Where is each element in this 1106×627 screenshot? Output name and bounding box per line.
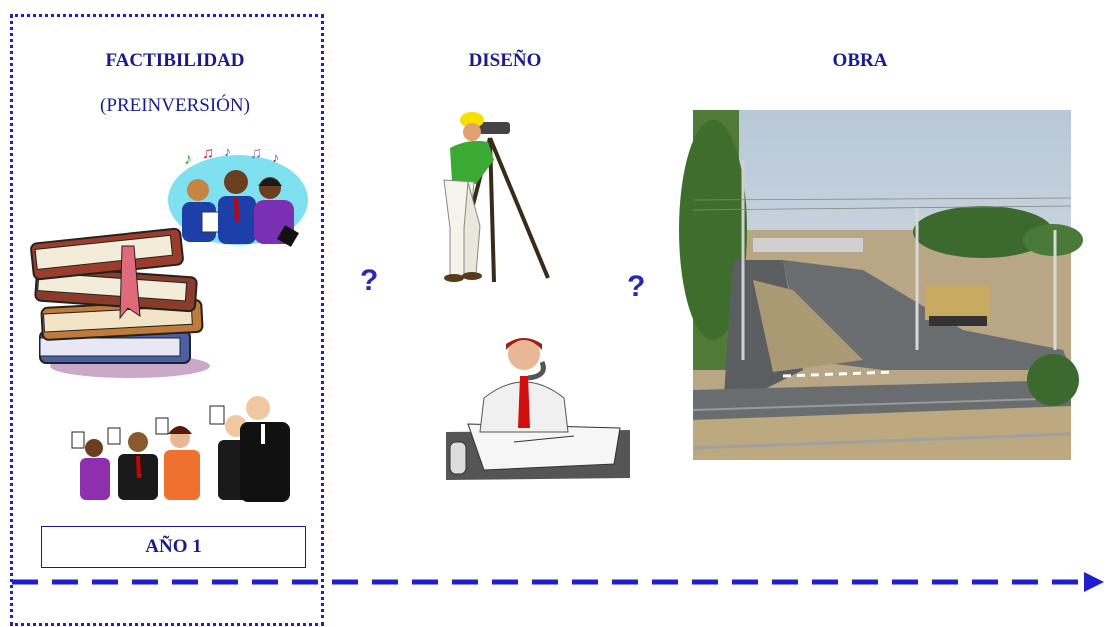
svg-text:♪: ♪	[224, 145, 231, 160]
year-label-box: AÑO 1	[41, 526, 306, 568]
road-photo	[679, 110, 1083, 460]
factibilidad-subtitle: (PREINVERSIÓN)	[100, 95, 250, 116]
drafting-engineer-icon	[446, 338, 630, 480]
svg-text:♫: ♫	[250, 145, 262, 162]
svg-text:♫: ♫	[202, 145, 214, 162]
timeline-arrow	[12, 572, 1104, 592]
voting-people-icon	[71, 396, 290, 502]
svg-text:♪: ♪	[272, 151, 279, 166]
factibilidad-title: FACTIBILIDAD	[105, 50, 245, 71]
singing-people-icon: ♪ ♫ ♪ ♫ ♪	[168, 145, 308, 247]
svg-text:♪: ♪	[184, 151, 192, 168]
factibilidad-frame	[10, 14, 324, 626]
surveyor-icon	[443, 112, 550, 283]
question-mark-1: ?	[360, 264, 379, 297]
obra-title: OBRA	[832, 50, 888, 71]
question-mark-2: ?	[627, 270, 646, 303]
diseno-title: DISEÑO	[468, 50, 542, 71]
books-icon	[30, 227, 210, 378]
